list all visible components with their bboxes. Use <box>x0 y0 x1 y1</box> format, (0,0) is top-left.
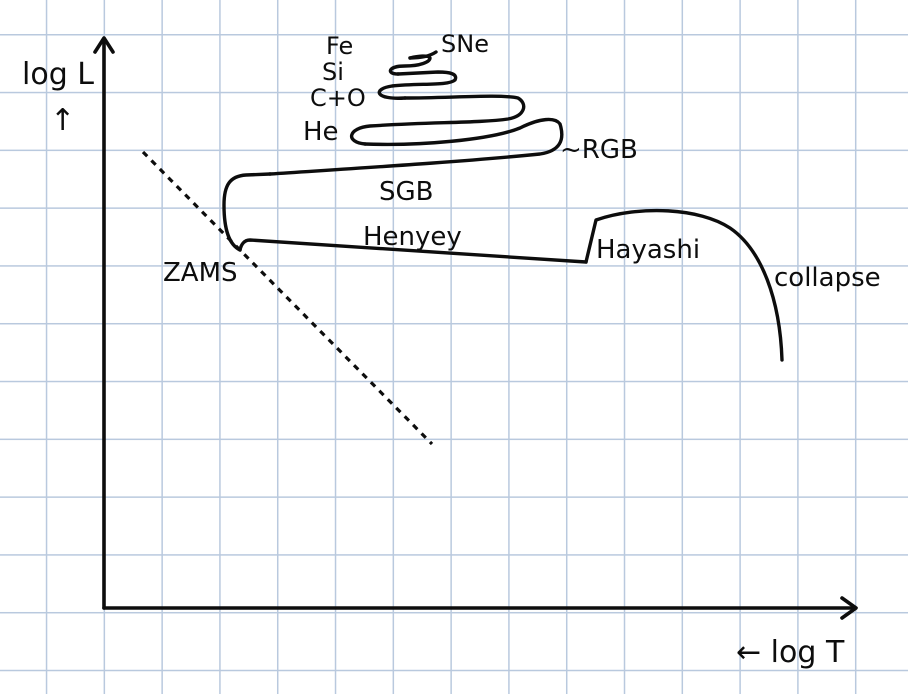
fe-squiggle <box>408 50 438 60</box>
sgb-rgb-track <box>268 117 564 176</box>
label-collapse: collapse <box>774 263 881 293</box>
zams-line <box>141 150 434 446</box>
he-loop <box>350 94 526 146</box>
y-axis-label: log L <box>22 57 94 92</box>
y-axis-up-arrow: ↑ <box>50 103 75 138</box>
label-si: Si <box>322 58 344 86</box>
label-rgb: ~RGB <box>560 135 638 165</box>
x-axis-arrowhead <box>840 596 858 620</box>
label-henyey: Henyey <box>363 222 462 252</box>
label-zams: ZAMS <box>163 258 238 288</box>
x-axis-label: ← log T <box>736 635 845 670</box>
label-c-o: C+O <box>310 84 366 112</box>
c-o-loop <box>377 70 458 100</box>
ms-to-sgb-track <box>222 172 272 252</box>
axes <box>93 36 858 620</box>
y-axis-arrowhead <box>93 36 115 54</box>
label-fe: Fe <box>326 32 353 60</box>
label-sne: SNe <box>441 30 489 58</box>
label-hayashi: Hayashi <box>596 235 700 265</box>
label-he: He <box>303 117 339 147</box>
collapse-hayashi-track <box>584 208 784 362</box>
label-sgb: SGB <box>379 177 434 207</box>
